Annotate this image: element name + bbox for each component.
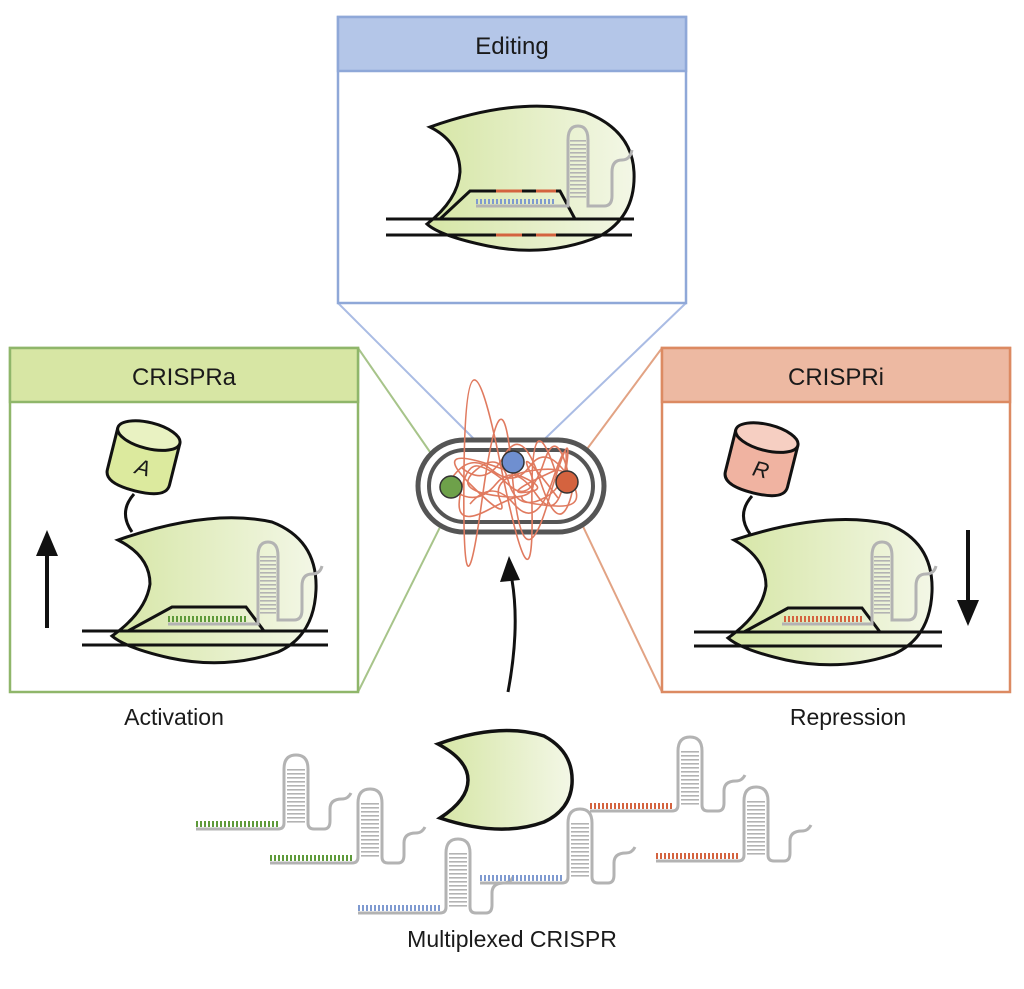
editing-connector-lines — [337, 302, 687, 456]
repressor-effector: R — [723, 421, 800, 498]
chromosome-tangle — [451, 379, 578, 567]
activation-site-dot — [439, 475, 463, 499]
activator-effector: A — [105, 419, 182, 496]
editing-guide-rna — [476, 124, 634, 208]
editing-panel-title: Editing — [475, 33, 548, 60]
activator-letter: A — [131, 453, 153, 481]
activation-guide-rna — [168, 540, 324, 626]
repression-guide-rna — [782, 540, 938, 626]
guide-rna-red-1 — [588, 735, 747, 813]
multiplexed-crispr — [194, 728, 813, 915]
up-arrow-icon — [36, 530, 58, 628]
repression-panel-title: CRISPRi — [788, 364, 884, 391]
cas9-protein-free — [433, 728, 574, 831]
editing-panel-header — [336, 15, 688, 73]
cut-site-marks — [496, 189, 556, 237]
dcas9-protein — [109, 516, 318, 665]
editing-panel: Editing — [336, 15, 688, 305]
guide-rna-green-1 — [194, 753, 353, 831]
activation-caption: Activation — [124, 704, 224, 730]
activation-panel-header — [8, 346, 360, 404]
dcas9-protein-repression — [725, 518, 934, 667]
down-arrow-icon — [957, 530, 979, 626]
delivery-arrow-icon — [500, 556, 520, 693]
repression-caption: Repression — [790, 704, 906, 730]
multiplexed-crispr-caption: Multiplexed CRISPR — [407, 926, 617, 952]
repressor-letter: R — [750, 456, 772, 484]
repression-panel-header — [660, 346, 1012, 404]
cas9-protein — [424, 104, 636, 252]
repression-panel: CRISPRi R — [660, 346, 1012, 694]
repression-site-dot — [555, 470, 579, 494]
activation-panel: CRISPRa A — [8, 346, 360, 694]
activation-panel-title: CRISPRa — [132, 364, 237, 391]
editing-site-dot — [501, 450, 525, 474]
linker — [124, 493, 136, 533]
bacterial-cell — [415, 379, 607, 567]
